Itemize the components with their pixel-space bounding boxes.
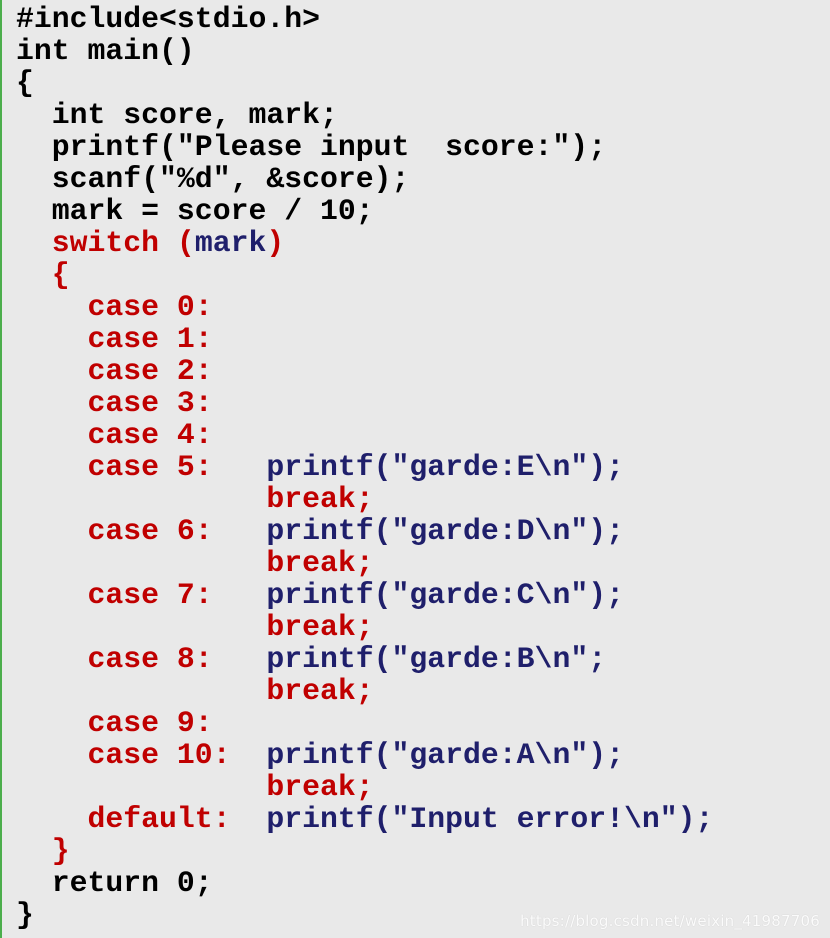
code-token: #include<stdio.h> (16, 2, 320, 36)
code-token: break; (16, 674, 374, 708)
code-block: #include<stdio.h>int main(){ int score, … (16, 3, 826, 931)
left-border-rule (0, 0, 2, 938)
code-token: printf("Input error!\n"); (266, 802, 714, 836)
code-line: break; (16, 483, 826, 515)
code-line: case 10: printf("garde:A\n"); (16, 739, 826, 771)
code-token: scanf("%d", &score); (16, 162, 410, 196)
code-line: case 8: printf("garde:B\n"; (16, 643, 826, 675)
code-line: switch (mark) (16, 227, 826, 259)
code-line: printf("Please input score:"); (16, 131, 826, 163)
code-token: { (16, 258, 70, 292)
code-line: mark = score / 10; (16, 195, 826, 227)
code-token: int main() (16, 34, 195, 68)
code-line: #include<stdio.h> (16, 3, 826, 35)
code-line: case 7: printf("garde:C\n"); (16, 579, 826, 611)
code-token: mark = score / 10; (16, 194, 374, 228)
code-token: case 9: (16, 706, 213, 740)
code-token: printf("garde:B\n"; (266, 642, 607, 676)
code-line: } (16, 899, 826, 931)
code-token: { (16, 66, 34, 100)
code-token: return 0; (16, 866, 213, 900)
code-token: case 8: (16, 642, 267, 676)
code-line: int score, mark; (16, 99, 826, 131)
code-line: { (16, 259, 826, 291)
code-token: break; (16, 770, 374, 804)
code-token: break; (16, 610, 374, 644)
code-token: case 3: (16, 386, 213, 420)
code-line: break; (16, 547, 826, 579)
code-token: printf("garde:C\n"); (266, 578, 624, 612)
code-line: scanf("%d", &score); (16, 163, 826, 195)
code-token: case 2: (16, 354, 213, 388)
code-token: printf("garde:D\n"); (266, 514, 624, 548)
code-line: { (16, 67, 826, 99)
code-token: mark (194, 226, 267, 260)
code-token: case 6: (16, 514, 267, 548)
code-token: printf("garde:E\n"); (266, 450, 624, 484)
code-token: } (16, 834, 70, 868)
code-line: return 0; (16, 867, 826, 899)
code-token: ) (266, 226, 285, 260)
code-line: case 5: printf("garde:E\n"); (16, 451, 826, 483)
code-line: } (16, 835, 826, 867)
code-line: case 2: (16, 355, 826, 387)
code-token: switch ( (16, 226, 195, 260)
code-token: default: (16, 802, 267, 836)
code-token: } (16, 898, 34, 932)
code-token: printf("garde:A\n"); (266, 738, 624, 772)
code-token: case 7: (16, 578, 267, 612)
code-line: case 9: (16, 707, 826, 739)
code-token: break; (16, 546, 374, 580)
code-line: default: printf("Input error!\n"); (16, 803, 826, 835)
code-token: case 5: (16, 450, 267, 484)
code-line: break; (16, 611, 826, 643)
code-token: case 0: (16, 290, 213, 324)
code-token: int score, mark; (16, 98, 338, 132)
code-token: case 4: (16, 418, 213, 452)
code-line: case 4: (16, 419, 826, 451)
code-token: case 1: (16, 322, 213, 356)
code-line: case 1: (16, 323, 826, 355)
code-line: int main() (16, 35, 826, 67)
code-line: break; (16, 675, 826, 707)
code-line: case 3: (16, 387, 826, 419)
watermark-text: https://blog.csdn.net/weixin_41987706 (520, 912, 820, 930)
code-token: printf("Please input score:"); (16, 130, 607, 164)
code-line: case 0: (16, 291, 826, 323)
code-token: case 10: (16, 738, 267, 772)
code-line: break; (16, 771, 826, 803)
code-line: case 6: printf("garde:D\n"); (16, 515, 826, 547)
code-token: break; (16, 482, 374, 516)
